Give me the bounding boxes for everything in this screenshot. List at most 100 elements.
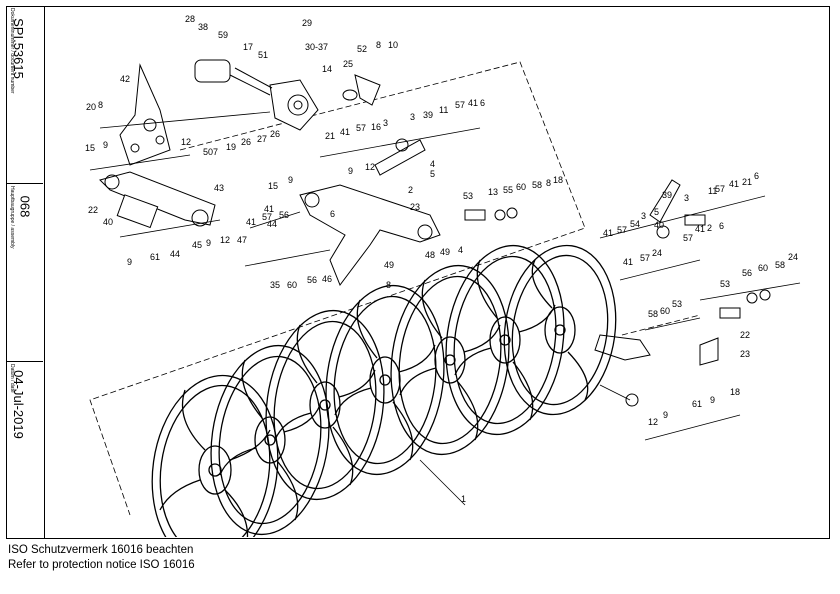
rotor-disc-5 xyxy=(390,264,510,456)
callout-35: 35 xyxy=(270,280,280,290)
callout-39: 39 xyxy=(662,190,672,200)
dashed-outline xyxy=(89,61,701,516)
callout-53: 53 xyxy=(463,191,473,201)
callout-4: 4 xyxy=(458,245,463,255)
callout-6: 6 xyxy=(754,171,759,181)
callout-7: 7 xyxy=(213,147,218,157)
rotor-disc-4 xyxy=(325,284,445,476)
callout-41: 41 xyxy=(695,224,705,234)
date-value: 04-Jul-2019 xyxy=(10,370,26,439)
callout-41: 41 xyxy=(729,179,739,189)
callout-23: 23 xyxy=(740,349,750,359)
callout-50: 50 xyxy=(203,147,213,157)
callout-55: 55 xyxy=(503,185,513,195)
callout-9: 9 xyxy=(206,238,211,248)
callout-58: 58 xyxy=(775,260,785,270)
callout-45: 45 xyxy=(192,240,202,250)
rotor-disc-6 xyxy=(445,244,565,436)
callout-9: 9 xyxy=(710,395,715,405)
callout-28: 28 xyxy=(185,14,195,24)
callout-5: 5 xyxy=(654,207,659,217)
callout-56: 56 xyxy=(742,268,752,278)
callout-43: 43 xyxy=(214,183,224,193)
callout-56: 56 xyxy=(307,275,317,285)
callout-41: 41 xyxy=(603,228,613,238)
callout-2: 2 xyxy=(408,185,413,195)
callout-30-37: 30-37 xyxy=(305,42,328,52)
callout-57: 57 xyxy=(617,225,627,235)
callout-60: 60 xyxy=(758,263,768,273)
callout-44: 44 xyxy=(267,219,277,229)
callout-4: 4 xyxy=(430,159,435,169)
callout-19: 19 xyxy=(226,142,236,152)
callout-41: 41 xyxy=(264,204,274,214)
callout-41: 41 xyxy=(340,127,350,137)
callout-57: 57 xyxy=(640,253,650,263)
callout-17: 17 xyxy=(243,42,253,52)
callout-6: 6 xyxy=(480,98,485,108)
callout-24: 24 xyxy=(652,248,662,258)
callout-57: 57 xyxy=(683,233,693,243)
callout-25: 25 xyxy=(343,59,353,69)
callout-8: 8 xyxy=(386,280,391,290)
callout-41: 41 xyxy=(468,98,478,108)
callout-3: 3 xyxy=(383,118,388,128)
callout-9: 9 xyxy=(288,175,293,185)
callout-54: 54 xyxy=(630,219,640,229)
callout-15: 15 xyxy=(85,143,95,153)
callout-57: 57 xyxy=(715,184,725,194)
callout-9: 9 xyxy=(348,166,353,176)
callout-58: 58 xyxy=(648,309,658,319)
callout-27: 27 xyxy=(257,134,267,144)
callout-40: 40 xyxy=(654,220,664,230)
callout-52: 52 xyxy=(357,44,367,54)
callout-41: 41 xyxy=(623,257,633,267)
callout-60: 60 xyxy=(287,280,297,290)
callout-13: 13 xyxy=(488,187,498,197)
rotor-disc-1 xyxy=(151,374,279,537)
callout-58: 58 xyxy=(532,180,542,190)
callout-29: 29 xyxy=(302,18,312,28)
callout-57: 57 xyxy=(262,212,272,222)
assembly-cell: Hauptbaugruppe / assembly 068 xyxy=(6,184,43,362)
upper-assembly xyxy=(99,59,771,407)
bolt-lines xyxy=(89,111,801,441)
callout-57: 57 xyxy=(455,100,465,110)
callout-1: 1 xyxy=(461,494,466,504)
callout-26: 26 xyxy=(241,137,251,147)
callout-2: 2 xyxy=(707,223,712,233)
title-block: Dokumentnummer / document number SPI.536… xyxy=(6,6,45,539)
rotor-disc-7 xyxy=(503,244,617,416)
rotor-discs xyxy=(151,244,617,537)
callout-42: 42 xyxy=(120,74,130,84)
callout-18: 18 xyxy=(730,387,740,397)
callout-12: 12 xyxy=(220,235,230,245)
callout-23: 23 xyxy=(410,202,420,212)
callout-22: 22 xyxy=(88,205,98,215)
document-number: SPI.53615 xyxy=(10,18,26,79)
callout-11: 11 xyxy=(439,105,448,115)
callout-9: 9 xyxy=(127,257,132,267)
callout-22: 22 xyxy=(740,330,750,340)
callout-9: 9 xyxy=(663,410,668,420)
callout-9: 9 xyxy=(103,140,108,150)
callout-46: 46 xyxy=(322,274,332,284)
callout-11: 11 xyxy=(708,186,717,196)
callout-60: 60 xyxy=(660,306,670,316)
callout-18: 18 xyxy=(553,175,563,185)
callout-53: 53 xyxy=(720,279,730,289)
protection-notice-en: Refer to protection notice ISO 16016 xyxy=(8,559,195,571)
callout-53: 53 xyxy=(672,299,682,309)
callout-39: 39 xyxy=(423,110,433,120)
callout-21: 21 xyxy=(742,177,752,187)
callout-48: 48 xyxy=(425,250,435,260)
callout-8: 8 xyxy=(376,40,381,50)
drawing-frame xyxy=(6,6,830,539)
callout-44: 44 xyxy=(170,249,180,259)
callout-6: 6 xyxy=(330,209,335,219)
callout-5: 5 xyxy=(430,169,435,179)
protection-notice-de: ISO Schutzvermerk 16016 beachten xyxy=(8,544,194,556)
callout-38: 38 xyxy=(198,22,208,32)
assembly-number: 068 xyxy=(17,195,33,218)
